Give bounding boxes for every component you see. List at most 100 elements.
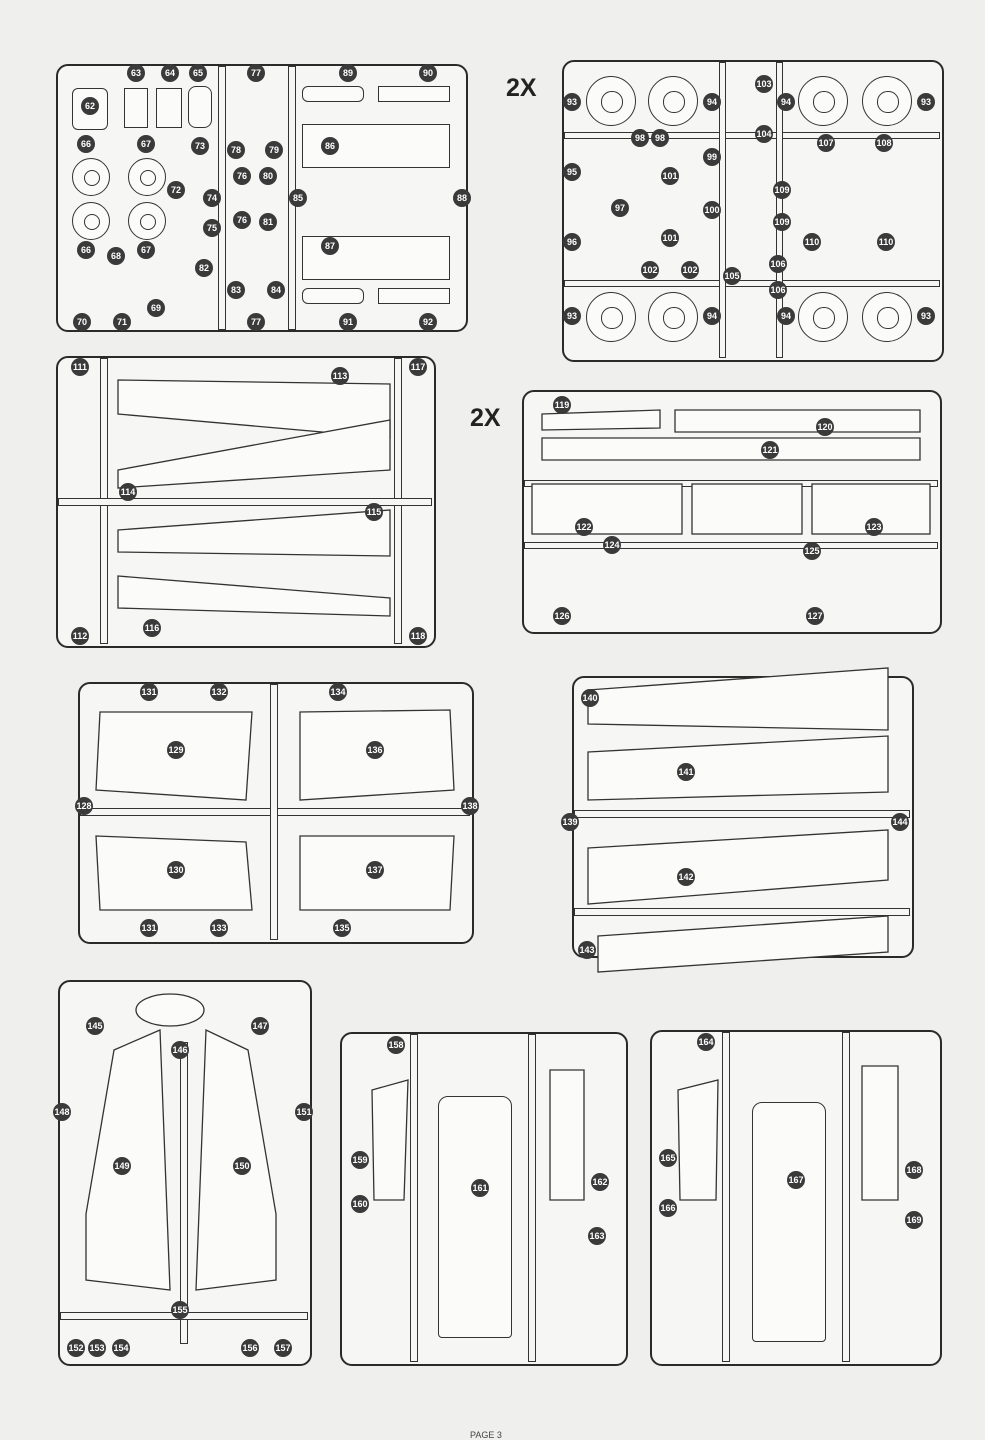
sprue-runner (842, 1032, 850, 1362)
part-number: 166 (659, 1199, 677, 1217)
part-number: 69 (147, 299, 165, 317)
part-number: 159 (351, 1151, 369, 1169)
part-number: 97 (611, 199, 629, 217)
wing-part-115 (117, 509, 391, 557)
wheel-part (862, 76, 912, 126)
part-number: 123 (865, 518, 883, 536)
sprue-runner (564, 132, 940, 139)
wheel-part (72, 158, 110, 196)
part-number: 65 (189, 64, 207, 82)
part-number: 161 (471, 1179, 489, 1197)
part-number: 93 (563, 307, 581, 325)
part-number: 101 (661, 229, 679, 247)
sprue-runner (270, 684, 278, 940)
fuselage-part (752, 1102, 826, 1342)
part-number: 142 (677, 868, 695, 886)
part-number: 71 (113, 313, 131, 331)
panel-part (378, 86, 450, 102)
part-number: 105 (723, 267, 741, 285)
part-number: 75 (203, 219, 221, 237)
part-number: 126 (553, 607, 571, 625)
wing-part-142 (587, 829, 889, 905)
part-number: 113 (331, 367, 349, 385)
wing-part-141 (587, 735, 889, 801)
strip-part-120 (674, 409, 921, 433)
part-number: 114 (119, 483, 137, 501)
part-number: 141 (677, 763, 695, 781)
part-number: 131 (140, 919, 158, 937)
part-number: 112 (71, 627, 89, 645)
panel-part (156, 88, 182, 128)
panel-part-122 (531, 483, 683, 535)
part-number: 152 (67, 1339, 85, 1357)
part-number: 84 (267, 281, 285, 299)
part-number: 93 (563, 93, 581, 111)
panel-part (188, 86, 212, 128)
part-number: 137 (366, 861, 384, 879)
part-number: 106 (769, 255, 787, 273)
part-number: 86 (321, 137, 339, 155)
part-number: 66 (77, 135, 95, 153)
part-number: 94 (703, 307, 721, 325)
part-number: 163 (588, 1227, 606, 1245)
wheel-part (862, 292, 912, 342)
part-number: 149 (113, 1157, 131, 1175)
part-number: 102 (641, 261, 659, 279)
part-number: 67 (137, 135, 155, 153)
panel-part (378, 288, 450, 304)
part-number: 127 (806, 607, 824, 625)
wheel-part (648, 292, 698, 342)
part-number: 144 (891, 813, 909, 831)
part-number: 87 (321, 237, 339, 255)
part-number: 93 (917, 307, 935, 325)
part-number: 91 (339, 313, 357, 331)
part-number: 79 (265, 141, 283, 159)
part-number: 98 (631, 129, 649, 147)
part-number: 77 (247, 313, 265, 331)
sprue-a-frame (56, 64, 468, 332)
part-number: 135 (333, 919, 351, 937)
fuselage-part (438, 1096, 512, 1338)
part-number: 131 (140, 683, 158, 701)
part-number: 155 (171, 1301, 189, 1319)
strip-part-121 (541, 437, 921, 461)
part-number: 130 (167, 861, 185, 879)
multiplier-label: 2X (506, 74, 537, 102)
wing-part-114 (117, 419, 391, 489)
part-number: 78 (227, 141, 245, 159)
sprue-runner (58, 498, 432, 506)
part-number: 68 (107, 247, 125, 265)
part-number: 85 (289, 189, 307, 207)
part-number: 145 (86, 1017, 104, 1035)
part-number: 160 (351, 1195, 369, 1213)
part-number: 94 (703, 93, 721, 111)
wheel-part (648, 76, 698, 126)
wing-root-part-159 (371, 1079, 409, 1201)
part-number: 146 (171, 1041, 189, 1059)
part-number: 115 (365, 503, 383, 521)
part-number: 74 (203, 189, 221, 207)
sprue-runner (528, 1034, 536, 1362)
part-number: 109 (773, 181, 791, 199)
sprue-runner (776, 62, 783, 358)
part-number: 81 (259, 213, 277, 231)
part-number: 139 (561, 813, 579, 831)
part-number: 104 (755, 125, 773, 143)
part-number: 138 (461, 797, 479, 815)
part-number: 96 (563, 233, 581, 251)
part-number: 125 (803, 542, 821, 560)
sprue-runner (574, 908, 910, 916)
part-number: 128 (75, 797, 93, 815)
part-number: 134 (329, 683, 347, 701)
part-number: 111 (71, 358, 89, 376)
page-number: PAGE 3 (470, 1430, 502, 1440)
panel-part (302, 288, 364, 304)
part-number: 109 (773, 213, 791, 231)
wing-root-part-162 (549, 1069, 585, 1201)
canopy-part-146 (135, 993, 205, 1027)
wheel-part (128, 158, 166, 196)
part-number: 120 (816, 418, 834, 436)
part-number: 165 (659, 1149, 677, 1167)
part-number: 94 (777, 93, 795, 111)
part-number: 95 (563, 163, 581, 181)
